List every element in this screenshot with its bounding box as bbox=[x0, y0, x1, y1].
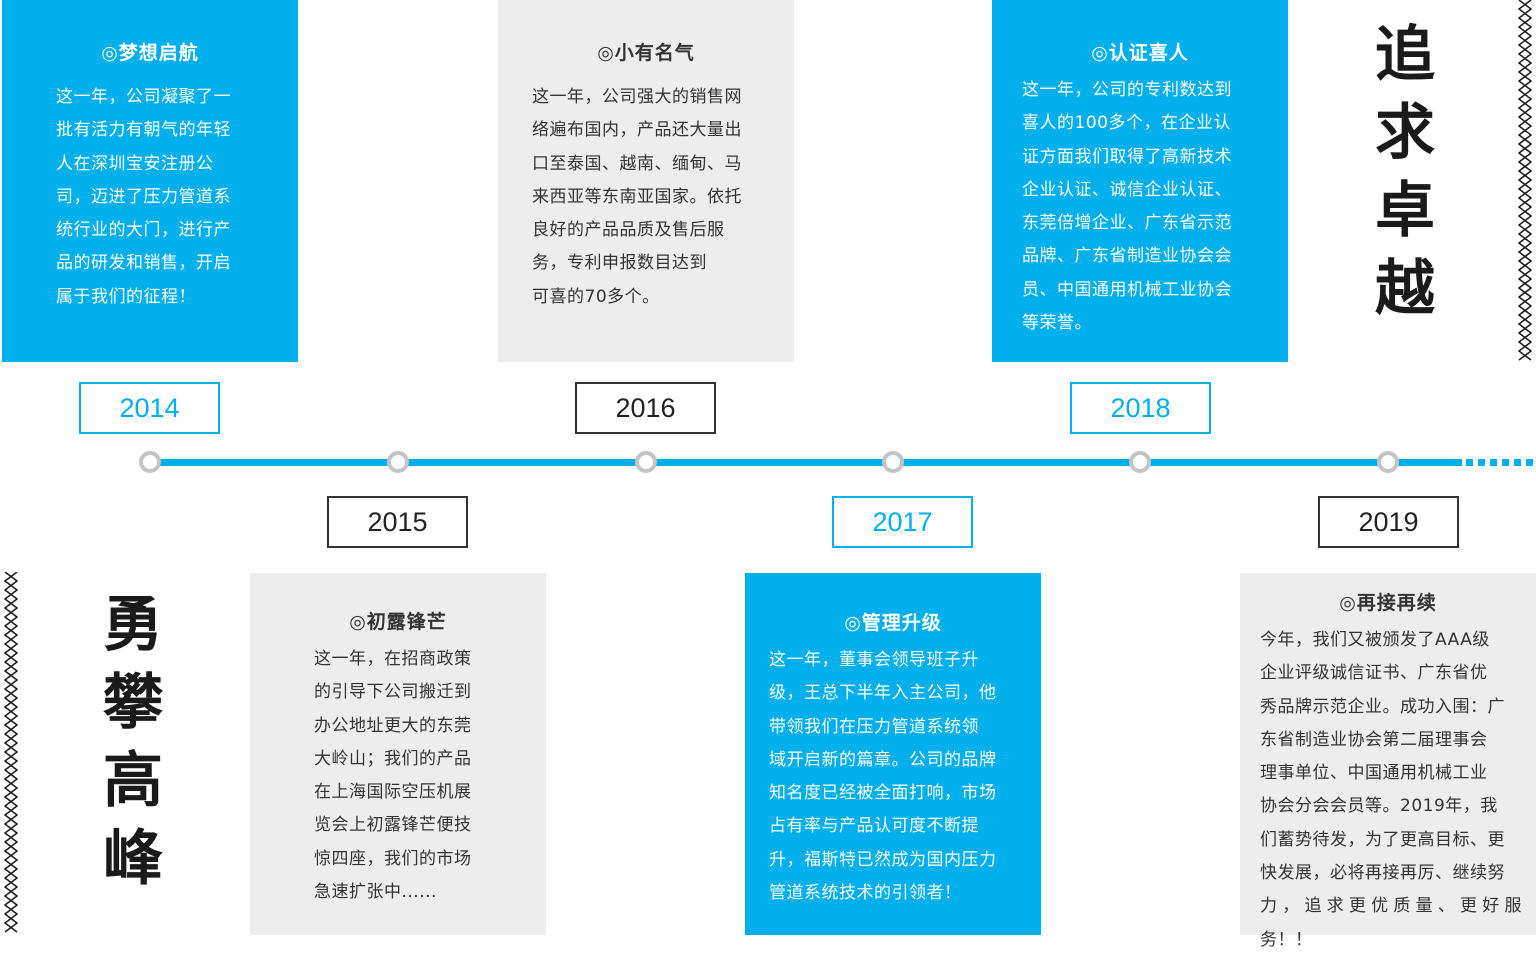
timeline-node bbox=[387, 451, 409, 473]
milestone-card-2015: ◎初露锋芒 这一年，在招商政策的引导下公司搬迁到办公地址更大的东莞大岭山；我们的… bbox=[250, 573, 546, 935]
timeline-dotted-end bbox=[1466, 459, 1536, 466]
milestone-card-2018: ◎认证喜人 这一年，公司的专利数达到喜人的100多个，在企业认证方面我们取得了高… bbox=[992, 0, 1288, 362]
milestone-card-2019: ◎再接再续 今年，我们又被颁发了AAA级企业评级诚信证书、广东省优秀品牌示范企业… bbox=[1240, 573, 1536, 950]
slogan-top: 追求卓越 bbox=[1375, 20, 1435, 324]
milestone-text: 这一年，在招商政策的引导下公司搬迁到办公地址更大的东莞大岭山；我们的产品在上海国… bbox=[314, 649, 472, 903]
milestone-title: ◎认证喜人 bbox=[1091, 42, 1189, 64]
milestone-title: ◎梦想启航 bbox=[101, 42, 199, 64]
year-label-2014: 2014 bbox=[79, 382, 220, 434]
timeline-node bbox=[882, 451, 904, 473]
timeline-line bbox=[150, 459, 1462, 466]
timeline-node bbox=[635, 451, 657, 473]
milestone-card-2014: ◎梦想启航 这一年，公司凝聚了一批有活力有朝气的年轻人在深圳宝安注册公司，迈进了… bbox=[2, 0, 298, 362]
milestone-text: 这一年，董事会领导班子升级，王总下半年入主公司，他带领我们在压力管道系统领域开启… bbox=[769, 650, 997, 904]
timeline-node bbox=[139, 451, 161, 473]
timeline-node bbox=[1129, 451, 1151, 473]
milestone-card-2016: ◎小有名气 这一年，公司强大的销售网络遍布国内，产品还大量出口至泰国、越南、缅甸… bbox=[498, 0, 794, 362]
milestone-title: ◎初露锋芒 bbox=[349, 611, 447, 633]
milestone-text: 这一年，公司凝聚了一批有活力有朝气的年轻人在深圳宝安注册公司，迈进了压力管道系统… bbox=[56, 87, 231, 307]
year-label-2016: 2016 bbox=[575, 382, 716, 434]
year-label-2015: 2015 bbox=[327, 496, 468, 548]
milestone-title: ◎小有名气 bbox=[597, 42, 695, 64]
milestone-title: ◎管理升级 bbox=[844, 612, 942, 634]
milestone-title: ◎再接再续 bbox=[1339, 592, 1437, 614]
milestone-text: 这一年，公司的专利数达到喜人的100多个，在企业认证方面我们取得了高新技术企业认… bbox=[1022, 80, 1232, 334]
slogan-bottom: 勇攀高峰 bbox=[103, 590, 163, 894]
milestone-text: 这一年，公司强大的销售网络遍布国内，产品还大量出口至泰国、越南、缅甸、马来西亚等… bbox=[532, 87, 742, 307]
year-label-2018: 2018 bbox=[1070, 382, 1211, 434]
milestone-card-2017: ◎管理升级 这一年，董事会领导班子升级，王总下半年入主公司，他带领我们在压力管道… bbox=[745, 573, 1041, 935]
zigzag-decoration-left bbox=[3, 572, 19, 933]
timeline-node bbox=[1377, 451, 1399, 473]
milestone-text: 今年，我们又被颁发了AAA级企业评级诚信证书、广东省优秀品牌示范企业。成功入围：… bbox=[1260, 630, 1522, 950]
year-label-2017: 2017 bbox=[832, 496, 973, 548]
year-label-2019: 2019 bbox=[1318, 496, 1459, 548]
zigzag-decoration-right bbox=[1517, 0, 1533, 361]
